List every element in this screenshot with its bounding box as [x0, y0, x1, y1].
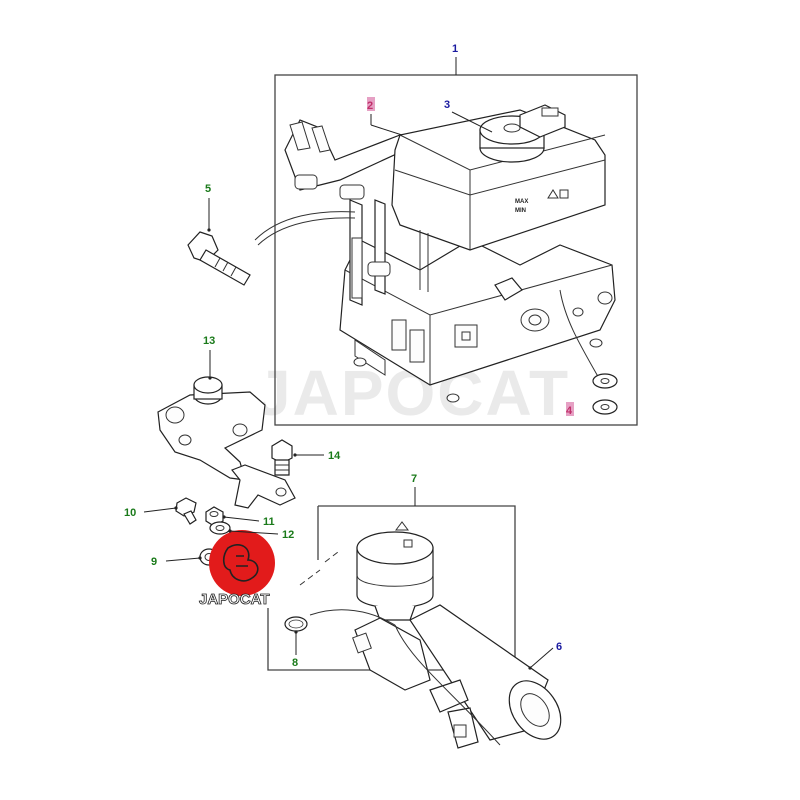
callout-3: 3: [444, 99, 450, 111]
bolt-14: [271, 439, 293, 476]
callout-13: 13: [203, 335, 215, 347]
callout-7: 7: [411, 473, 417, 485]
callout-12: 12: [282, 529, 294, 541]
nut-11: [205, 506, 224, 527]
japocat-logo: JAPOCAT: [199, 530, 275, 608]
callout-8: 8: [292, 657, 298, 669]
logo-text: JAPOCAT: [199, 591, 270, 608]
o-ring-8: [284, 616, 308, 632]
accumulator-7: [356, 521, 434, 621]
pump-motor-6: [309, 604, 562, 749]
callout-5: 5: [205, 183, 211, 195]
modulator-unit: [254, 119, 616, 403]
reservoir-max-label: MAX: [515, 199, 528, 205]
callout-6: 6: [556, 641, 562, 653]
callout-11: 11: [263, 516, 275, 528]
callout-4: 4: [566, 405, 573, 417]
reservoir-min-label: MIN: [515, 208, 526, 214]
callout-1: 1: [452, 43, 458, 55]
washer-12: [209, 521, 231, 535]
fluid-reservoir: MAX MIN: [391, 104, 606, 381]
callout-14: 14: [328, 450, 341, 462]
pressure-valve-13: [157, 376, 296, 509]
callout-9: 9: [151, 556, 157, 568]
bolt-10: [175, 497, 197, 525]
callout-10: 10: [124, 507, 136, 519]
bolt-5: [187, 231, 251, 286]
callout-2: 2: [367, 100, 373, 112]
washer-set: [592, 373, 618, 415]
logo-badge: [209, 530, 275, 596]
logo-emblem-icon: [222, 544, 259, 582]
